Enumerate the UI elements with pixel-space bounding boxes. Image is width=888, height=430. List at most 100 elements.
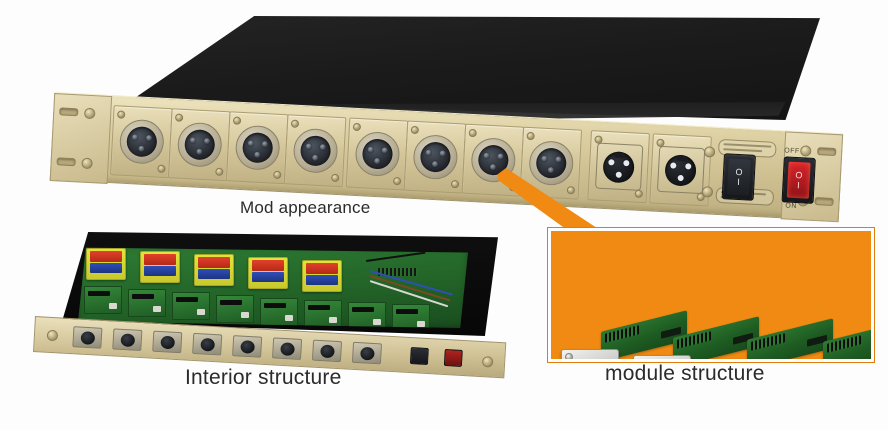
xlr-bore (419, 141, 451, 173)
xlr-bore (664, 153, 697, 187)
xlr-latch (676, 155, 687, 161)
panel-screw (701, 186, 714, 198)
plate-screw (526, 131, 535, 141)
panel-screw (799, 145, 812, 157)
xlr-bore (534, 147, 567, 179)
harness-wire-black (365, 251, 426, 262)
xlr-pin (381, 147, 388, 154)
xlr-bore (125, 125, 158, 158)
interior-xlr-8 (351, 341, 383, 365)
interior-xlr-4 (192, 332, 223, 356)
interior-xlr-5 (232, 335, 263, 358)
xlr-pin (247, 140, 254, 147)
interior-module-card (216, 295, 254, 323)
xlr-pin (424, 149, 432, 156)
xlr-bore (183, 128, 216, 161)
rack-ear-left (49, 93, 113, 184)
interior-module-card (304, 300, 342, 328)
xlr-pin (145, 134, 152, 142)
xlr-pin (677, 174, 684, 181)
switch-caption-off: OFF (784, 147, 800, 156)
panel-screw (83, 107, 96, 120)
panel-screw (703, 146, 716, 158)
power-switch-black[interactable]: O I (721, 153, 756, 201)
xlr-pin (540, 155, 548, 162)
rocker-mark-off: O (735, 166, 743, 177)
plate-screw (273, 170, 282, 180)
xlr-female-connector-2[interactable] (167, 108, 231, 182)
xlr-pin (615, 171, 622, 178)
xlr-pin (195, 148, 203, 155)
xlr-pin (189, 137, 196, 144)
interior-switch-black (409, 347, 429, 366)
xlr-pin (547, 166, 554, 174)
xlr-female-connector-5[interactable] (345, 117, 409, 191)
xlr-female-connector-8[interactable] (519, 126, 583, 200)
interior-xlr-6 (272, 337, 303, 360)
plate-screw (508, 182, 518, 192)
interior-xlr-1 (72, 326, 103, 349)
xlr-ring (118, 118, 165, 165)
xlr-bore (361, 138, 393, 170)
interior-xlr-7 (311, 339, 343, 363)
xlr-ring (469, 136, 516, 184)
module-shell (561, 349, 619, 359)
xlr-female-connector-1[interactable] (110, 105, 173, 179)
plate-screw (410, 125, 420, 135)
switch-caption-on: ON (785, 202, 798, 211)
xlr-bore (477, 144, 509, 176)
interior-module-card (260, 298, 298, 326)
rocker-face[interactable]: O I (726, 158, 751, 196)
plate-screw (468, 128, 477, 138)
power-switch-red[interactable]: O I (781, 156, 816, 204)
rack-slot (814, 197, 834, 206)
xlr-pin (685, 162, 692, 169)
xlr-bore (299, 135, 331, 167)
plate-screw (330, 173, 340, 183)
xlr-ring (411, 133, 459, 181)
plate-screw (566, 186, 576, 195)
interior-xlr-3 (152, 330, 183, 354)
xlr-male-connector-1[interactable] (587, 130, 650, 204)
label-interior-structure: Interior structure (185, 366, 342, 389)
module-screw (565, 353, 573, 359)
xlr-female-connector-3[interactable] (225, 111, 289, 185)
xlr-pin (311, 154, 318, 161)
xlr-bore (602, 150, 635, 183)
xlr-pin (496, 153, 504, 160)
xlr-pin (554, 156, 562, 163)
harness-wire-brown (369, 275, 451, 302)
plate-screw (117, 110, 126, 119)
interior-switch-red (443, 348, 463, 367)
plate-screw (634, 189, 643, 198)
xlr-female-connector-6[interactable] (403, 120, 467, 194)
main-unit-photo: O I O I OFF ON (49, 16, 844, 223)
audio-transformer (302, 260, 342, 292)
xlr-pin (137, 145, 145, 152)
xlr-bore (241, 131, 273, 164)
interior-ic-row (378, 268, 418, 276)
xlr-ring (527, 140, 574, 187)
rocker-mark-on: I (737, 176, 741, 188)
xlr-ring (353, 130, 401, 178)
connector-strip: O I O I OFF ON (110, 101, 816, 212)
module-shell (633, 355, 691, 359)
xlr-pin (305, 143, 312, 150)
xlr-ring (656, 145, 705, 195)
panel-screw (81, 157, 93, 170)
plate-screw (215, 167, 224, 177)
audio-transformer (248, 257, 288, 289)
module-structure-callout (548, 228, 874, 362)
xlr-female-connector-7[interactable] (461, 123, 525, 197)
rocker-face[interactable]: O I (786, 161, 811, 199)
interior-module-card (172, 292, 210, 320)
xlr-pin (431, 160, 438, 168)
xlr-female-connector-4[interactable] (283, 114, 347, 188)
rocker-mark-on: I (796, 180, 800, 191)
rocker-mark-off: O (795, 169, 803, 180)
plate-screw (157, 164, 166, 173)
xlr-pin (438, 150, 446, 157)
xlr-pin (623, 159, 630, 166)
module-pcb (747, 318, 833, 359)
xlr-ring (594, 142, 643, 191)
